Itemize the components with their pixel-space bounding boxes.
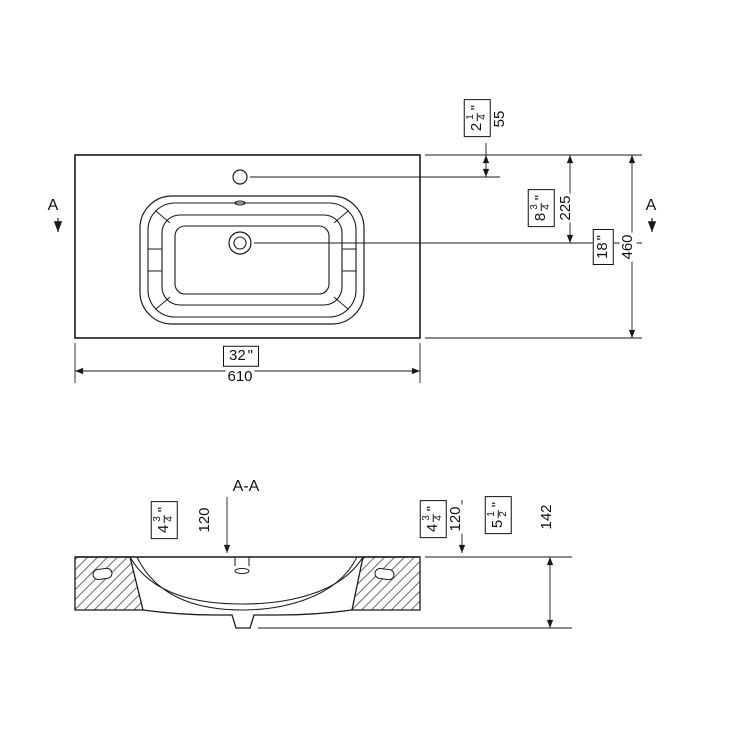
fraction-denominator: 4 bbox=[540, 204, 552, 210]
cut-material-left bbox=[74, 556, 144, 611]
dim-unit: " bbox=[247, 346, 254, 364]
dim-whole: 4 bbox=[154, 524, 172, 534]
dim-faucet-mm-label: 55 bbox=[490, 108, 509, 130]
fraction-numerator: 3 bbox=[420, 514, 434, 522]
dim-depth-inch-label: 18" bbox=[592, 228, 614, 266]
basin-ring-outer bbox=[139, 195, 365, 325]
dim-whole: 8 bbox=[531, 212, 549, 222]
cut-material-right bbox=[351, 556, 421, 611]
basin-ring-3 bbox=[161, 214, 343, 306]
mount-slot-left bbox=[92, 567, 113, 580]
fraction-denominator: 2 bbox=[497, 511, 509, 517]
mount-slot-right bbox=[374, 568, 395, 581]
plan-dimension-lines bbox=[74, 143, 642, 383]
dim-drain-mm-label: 225 bbox=[556, 193, 575, 223]
fraction-numerator: 3 bbox=[151, 515, 165, 523]
dim-whole: 4 bbox=[423, 523, 441, 533]
basin-corner-detail-lines bbox=[148, 210, 356, 310]
section-marker-left: A bbox=[47, 197, 59, 215]
dim-basin-depth-left-mm-label: 120 bbox=[195, 505, 214, 535]
dim-unit: " bbox=[531, 194, 549, 201]
dim-whole: 18 bbox=[593, 242, 611, 260]
dim-unit: " bbox=[488, 501, 506, 508]
dim-whole: 32 bbox=[228, 346, 246, 364]
dim-width-inch-label: 32" bbox=[222, 345, 260, 367]
fraction-numerator: 1 bbox=[485, 510, 499, 518]
dim-whole: 5 bbox=[488, 519, 506, 529]
section-cut-arrows bbox=[53, 218, 657, 232]
fraction-denominator: 4 bbox=[163, 516, 175, 522]
dim-unit: " bbox=[154, 506, 172, 513]
section-marker-right: A bbox=[645, 197, 657, 215]
fraction-numerator: 3 bbox=[528, 203, 542, 211]
fraction-denominator: 4 bbox=[432, 515, 444, 521]
faucet-bore-bottom bbox=[234, 567, 250, 575]
section-title: A-A bbox=[232, 478, 260, 496]
dim-whole: 2 bbox=[467, 122, 485, 132]
plan-view bbox=[74, 154, 421, 339]
faucet-hole bbox=[232, 169, 248, 185]
basin-ring-inner bbox=[174, 225, 330, 295]
dim-height-mm-label: 142 bbox=[537, 502, 556, 532]
fraction-numerator: 1 bbox=[464, 113, 478, 121]
dim-width-mm-label: 610 bbox=[225, 367, 255, 386]
dim-unit: " bbox=[467, 104, 485, 111]
drain-hole-outer bbox=[228, 231, 252, 255]
bowl-wall-curve bbox=[136, 556, 358, 611]
section-view bbox=[74, 556, 421, 629]
underside-profile bbox=[142, 609, 353, 629]
drain-hole-inner bbox=[233, 236, 247, 250]
basin-ring-2 bbox=[147, 202, 357, 318]
dim-basin-depth-right-mm-label: 120 bbox=[446, 504, 465, 534]
bowl-inner-curve bbox=[129, 556, 364, 605]
dim-unit: " bbox=[593, 234, 611, 241]
sink-outline bbox=[74, 154, 421, 339]
dim-depth-mm-label: 460 bbox=[618, 232, 637, 262]
fraction-denominator: 4 bbox=[476, 114, 488, 120]
dim-unit: " bbox=[423, 505, 441, 512]
